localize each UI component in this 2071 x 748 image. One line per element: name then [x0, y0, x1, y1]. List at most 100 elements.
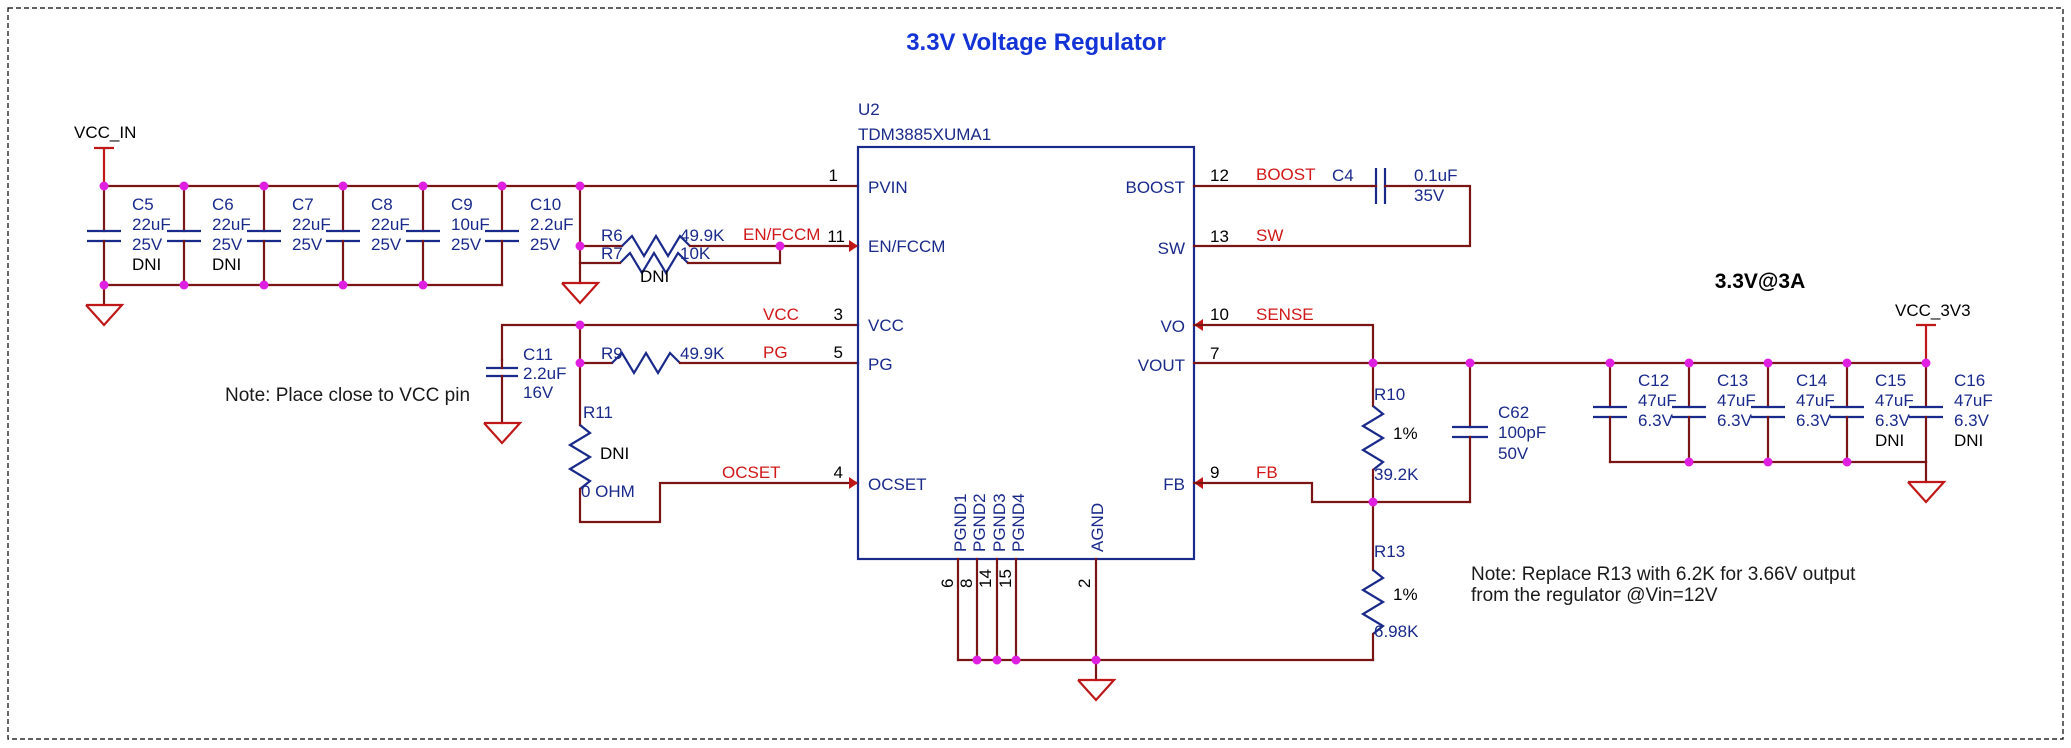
pin-pvin: PVIN 1 — [829, 166, 908, 197]
cap-voltage-label: 25V — [371, 235, 402, 254]
svg-text:6: 6 — [938, 579, 957, 588]
cap-value-label: 2.2uF — [530, 215, 573, 234]
net-vcc: VCC — [763, 305, 799, 324]
net-en-fccm: EN/FCCM — [743, 225, 820, 244]
cap-voltage-label: 25V — [132, 235, 163, 254]
cap-ref-label: C12 — [1638, 371, 1669, 390]
input-section: VCC_IN C522uF25VDNIC622uF25VDNIC722uF25V… — [74, 123, 860, 524]
note-vcc-pin: Note: Place close to VCC pin — [225, 385, 470, 406]
pin-vout: VOUT 7 — [1138, 344, 1220, 375]
pin-fb: FB 9 — [1163, 463, 1219, 494]
cap-note-label: DNI — [212, 255, 241, 274]
pin-pg: PG 5 — [834, 343, 893, 374]
cap-voltage-label: 25V — [292, 235, 323, 254]
vcc-3v3-label: VCC_3V3 — [1895, 301, 1971, 320]
cap-value-label: 47uF — [1875, 391, 1914, 410]
cap-ref-label: C16 — [1954, 371, 1985, 390]
svg-text:100pF: 100pF — [1498, 423, 1546, 442]
cap-value-label: 22uF — [212, 215, 251, 234]
cap-voltage-label: 6.3V — [1796, 411, 1832, 430]
svg-text:R6: R6 — [601, 226, 623, 245]
cap-value-label: 22uF — [132, 215, 171, 234]
cap-voltage-label: 25V — [451, 235, 482, 254]
resistor-r7: R7 10K DNI — [601, 244, 711, 286]
svg-text:10: 10 — [1210, 305, 1229, 324]
svg-text:VCC: VCC — [868, 316, 904, 335]
cap-value-label: 10uF — [451, 215, 490, 234]
svg-text:1%: 1% — [1393, 585, 1418, 604]
cap-ref-label: C9 — [451, 195, 473, 214]
svg-text:DNI: DNI — [640, 267, 669, 286]
cap-note-label: DNI — [1954, 431, 1983, 450]
net-ocset: OCSET — [722, 463, 781, 482]
resistor-r13: R13 1% 6.98K — [1360, 542, 1419, 641]
svg-text:15: 15 — [996, 569, 1015, 588]
svg-text:PG: PG — [868, 355, 893, 374]
svg-text:C4: C4 — [1332, 166, 1354, 185]
svg-text:R10: R10 — [1374, 385, 1405, 404]
cap-ref-label: C8 — [371, 195, 393, 214]
cap-voltage-label: 25V — [212, 235, 243, 254]
svg-text:C11: C11 — [523, 345, 553, 364]
svg-text:0.1uF: 0.1uF — [1414, 166, 1457, 185]
pin-agnd: AGND 2 — [1075, 503, 1107, 588]
capacitor-c11: C11 2.2uF 16V — [486, 345, 566, 402]
cap-ref-label: C5 — [132, 195, 154, 214]
svg-text:PGND3: PGND3 — [990, 493, 1009, 552]
output-section: C4 0.1uF 35V BOOST SW SENSE VCC_3V3 R10 … — [1192, 165, 1993, 662]
svg-text:7: 7 — [1210, 344, 1219, 363]
svg-text:4: 4 — [834, 463, 843, 482]
cap-ref-label: C6 — [212, 195, 234, 214]
svg-text:EN/FCCM: EN/FCCM — [868, 237, 945, 256]
svg-text:3: 3 — [834, 305, 843, 324]
svg-text:12: 12 — [1210, 166, 1229, 185]
cap-value-label: 47uF — [1796, 391, 1835, 410]
svg-text:1: 1 — [829, 166, 838, 185]
net-sense: SENSE — [1256, 305, 1314, 324]
cap-value-label: 47uF — [1954, 391, 1993, 410]
svg-text:SW: SW — [1158, 239, 1185, 258]
pin-ocset: OCSET 4 — [834, 463, 927, 494]
svg-text:49.9K: 49.9K — [680, 226, 725, 245]
svg-text:PVIN: PVIN — [868, 178, 908, 197]
resistor-r10: R10 1% 39.2K — [1360, 385, 1419, 484]
svg-text:2: 2 — [1075, 579, 1094, 588]
cap-ref-label: C14 — [1796, 371, 1827, 390]
svg-text:AGND: AGND — [1088, 503, 1107, 552]
pin-en-fccm: EN/FCCM 11 — [827, 227, 945, 256]
cap-ref-label: C10 — [530, 195, 561, 214]
resistor-r6: R6 49.9K — [601, 226, 725, 259]
svg-text:1%: 1% — [1393, 424, 1418, 443]
svg-text:10K: 10K — [680, 244, 711, 263]
vcc-in-label: VCC_IN — [74, 123, 136, 142]
output-capacitors: C1247uF6.3VC1347uF6.3VC1447uF6.3VC1547uF… — [1593, 361, 1993, 464]
cap-voltage-label: 6.3V — [1954, 411, 1990, 430]
cap-ref-label: C7 — [292, 195, 314, 214]
cap-value-label: 22uF — [292, 215, 331, 234]
output-rating-label: 3.3V@3A — [1715, 270, 1806, 293]
pin-sw: SW 13 — [1158, 227, 1229, 258]
resistor-r9: R9 49.9K — [601, 344, 725, 376]
svg-text:2.2uF: 2.2uF — [523, 364, 566, 383]
capacitor-c4: C4 0.1uF 35V — [1332, 166, 1457, 205]
svg-text:50V: 50V — [1498, 444, 1529, 463]
svg-text:FB: FB — [1163, 475, 1185, 494]
sheet-border — [7, 7, 2064, 740]
net-boost: BOOST — [1256, 165, 1316, 184]
svg-text:VOUT: VOUT — [1138, 356, 1185, 375]
cap-value-label: 47uF — [1638, 391, 1677, 410]
svg-text:R11: R11 — [583, 403, 613, 422]
pin-pgnd2: PGND2 8 — [957, 493, 989, 588]
resistor-r11: R11 DNI 0 OHM — [567, 403, 635, 501]
note-r13-line1: Note: Replace R13 with 6.2K for 3.66V ou… — [1471, 564, 1856, 585]
pin-pgnd3: PGND3 14 — [976, 493, 1009, 588]
note-r13-line2: from the regulator @Vin=12V — [1471, 585, 1718, 606]
svg-text:14: 14 — [976, 569, 995, 588]
ground-symbol — [85, 303, 125, 327]
